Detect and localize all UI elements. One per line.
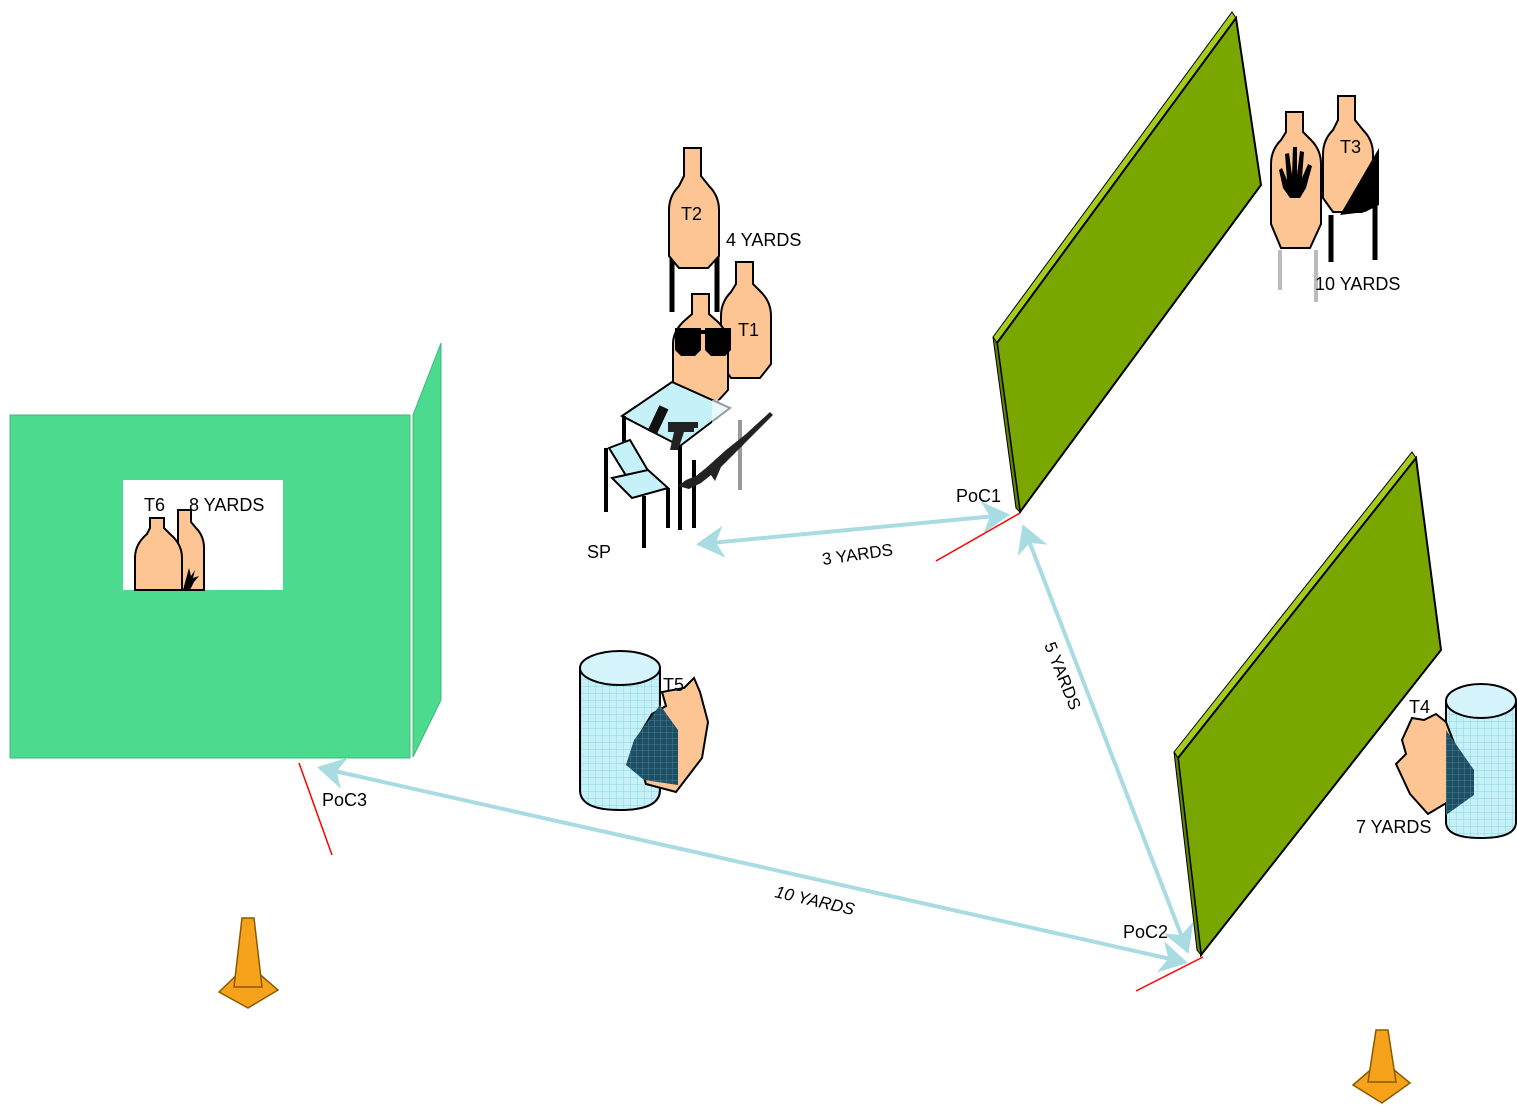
arrow-poc1-to-poc2 [1017,524,1194,954]
target-t1: T1 [720,261,772,379]
arrow-poc2-to-poc3 [317,757,1188,973]
t6-distance: 8 YARDS [189,495,264,515]
t2-distance: 4 YARDS [726,230,801,250]
no-shoot-target-hand [1270,111,1322,249]
target-t5: T5 [579,650,710,812]
target-t3: T3 [1278,95,1379,302]
t3-distance: 10 YARDS [1315,274,1400,294]
barricade-wall: T6 8 YARDS [9,342,442,759]
weapons-on-table [647,400,792,490]
target-t2: T2 [668,147,720,312]
poc3-label: PoC3 [322,790,367,810]
distance-poc1-to-poc2: 5 YARDS [1040,639,1084,712]
t1-label: T1 [738,320,759,340]
sp-label: SP [587,542,611,562]
target-t4: T4 [1394,683,1517,840]
cone-left [217,917,280,1009]
poc2-label: PoC2 [1123,922,1168,942]
upper-wall [992,11,1263,515]
t6-label: T6 [144,495,165,515]
t3-label: T3 [1340,137,1361,157]
fault-line-poc2 [1135,956,1204,992]
t4-label: T4 [1409,697,1430,717]
t2-label: T2 [681,204,702,224]
poc1-label: PoC1 [956,486,1001,506]
distance-poc2-to-poc3: 10 YARDS [773,882,857,919]
t5-label: T5 [663,675,684,695]
t4-distance: 7 YARDS [1356,817,1431,837]
no-shoot-target-sunglasses [672,293,731,403]
distance-sp-to-poc1: 3 YARDS [821,540,894,569]
target-t6 [134,509,205,591]
arrow-sp-to-poc1 [696,501,1010,558]
lower-wall [1173,451,1443,958]
cone-right [1351,1029,1412,1104]
